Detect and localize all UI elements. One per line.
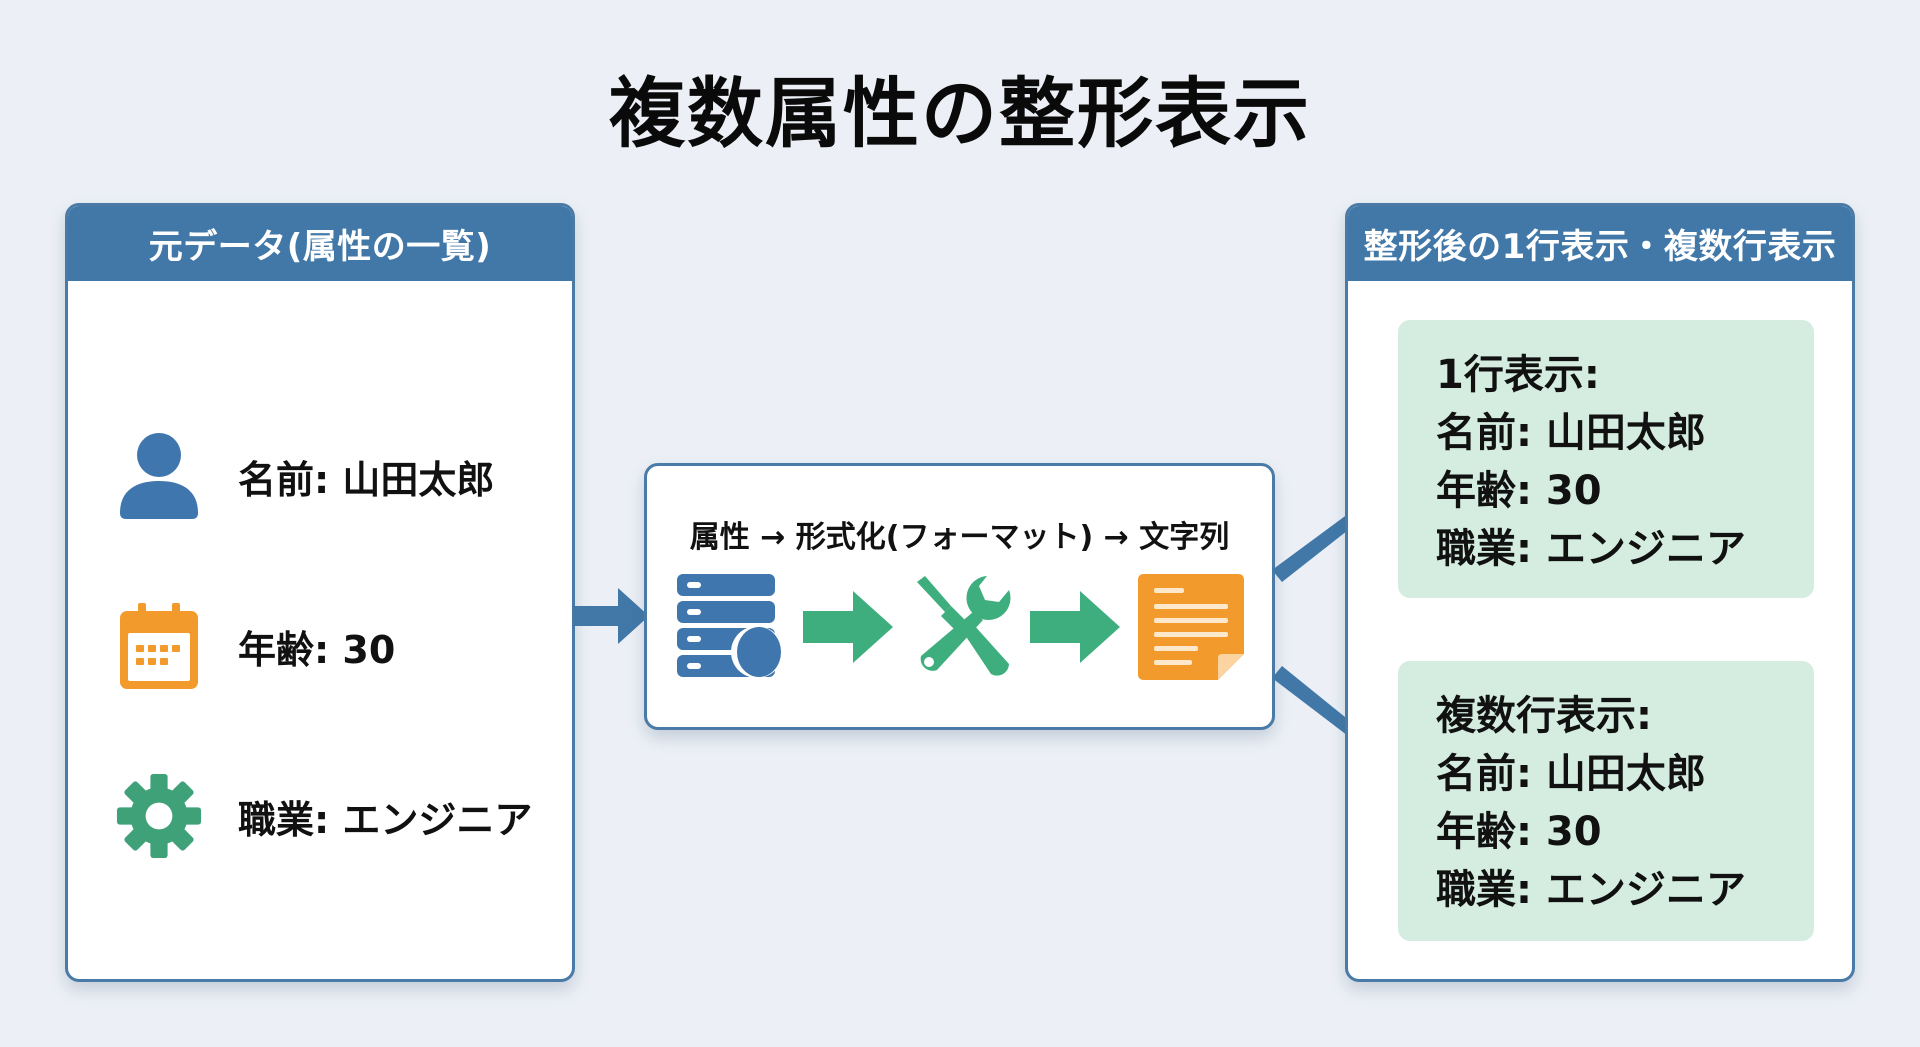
source-data-panel: 元データ(属性の一覧) 名前: 山田太郎 <box>65 203 575 982</box>
attribute-row-occupation: 職業: エンジニア <box>116 771 532 861</box>
multi-line-occupation: 職業: エンジニア <box>1436 867 1746 913</box>
multi-line-name: 名前: 山田太郎 <box>1436 751 1706 797</box>
multi-line-title: 複数行表示: <box>1436 693 1652 739</box>
database-icon <box>675 574 787 684</box>
attribute-name-label: 名前: 山田太郎 <box>238 457 495 502</box>
formatting-process-box: 属性 → 形式化(フォーマット) → 文字列 <box>644 463 1275 730</box>
source-data-header: 元データ(属性の一覧) <box>68 206 572 281</box>
diagram-title: 複数属性の整形表示 <box>609 69 1311 158</box>
attribute-row-age: 年齢: 30 <box>116 601 395 691</box>
single-line-occupation: 職業: エンジニア <box>1436 526 1746 572</box>
attribute-row-name: 名前: 山田太郎 <box>116 431 494 521</box>
single-line-result-box: 1行表示: 名前: 山田太郎 年齢: 30 職業: エンジニア <box>1398 320 1814 598</box>
multi-line-result-box: 複数行表示: 名前: 山田太郎 年齢: 30 職業: エンジニア <box>1398 661 1814 941</box>
green-arrow-icon <box>1030 591 1122 667</box>
multi-line-age: 年齢: 30 <box>1436 809 1602 855</box>
document-icon <box>1138 574 1244 684</box>
green-arrow-icon <box>802 591 895 667</box>
attribute-occupation-label: 職業: エンジニア <box>238 797 533 842</box>
gear-icon <box>116 771 202 861</box>
single-line-age: 年齢: 30 <box>1436 468 1602 514</box>
formatted-output-header: 整形後の1行表示・複数行表示 <box>1348 206 1852 281</box>
user-icon <box>116 431 202 521</box>
tools-icon <box>911 574 1015 684</box>
calendar-icon <box>116 601 202 691</box>
attribute-age-label: 年齢: 30 <box>238 627 396 672</box>
arrow-to-formatter <box>573 588 649 644</box>
formatted-output-panel: 整形後の1行表示・複数行表示 1行表示: 名前: 山田太郎 年齢: 30 職業:… <box>1345 203 1855 982</box>
process-caption: 属性 → 形式化(フォーマット) → 文字列 <box>689 520 1230 555</box>
single-line-name: 名前: 山田太郎 <box>1436 410 1706 456</box>
process-flow <box>675 574 1244 684</box>
single-line-title: 1行表示: <box>1436 352 1600 398</box>
